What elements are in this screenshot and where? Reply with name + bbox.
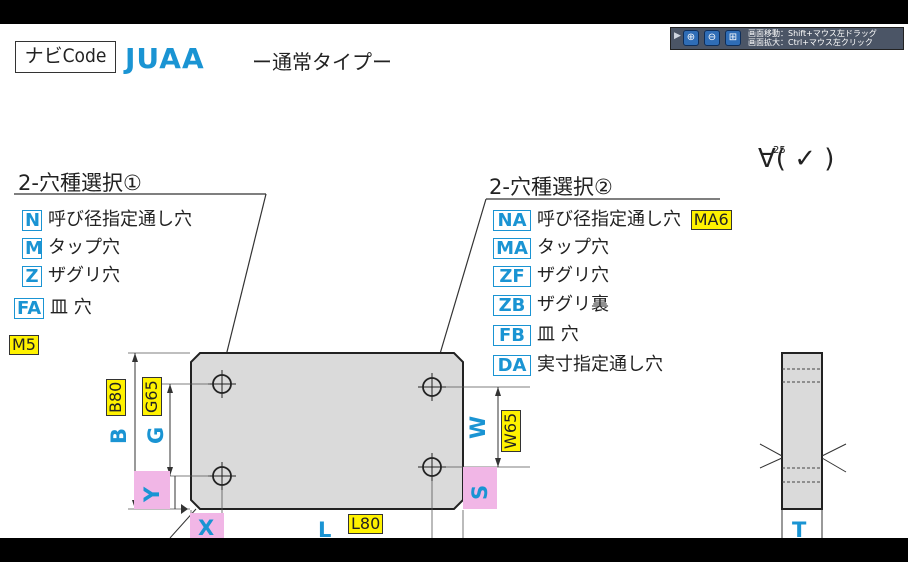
plate-drawing: [14, 193, 847, 538]
hole1-option-z[interactable]: Z ザグリ穴: [22, 264, 120, 288]
dim-x-highlight: [190, 513, 224, 538]
dim-b-letter: B: [107, 427, 131, 444]
hole2-option-da[interactable]: DA 実寸指定通し穴: [493, 353, 663, 377]
option-code: Z: [22, 265, 42, 287]
dim-b-value: B80: [106, 370, 130, 416]
option-code: DA: [493, 354, 531, 376]
roughness-value: 25: [773, 145, 786, 156]
option-label: 皿 穴: [50, 297, 92, 318]
zoom-out-icon[interactable]: ⊖: [704, 30, 720, 46]
hole2-option-na[interactable]: NA 呼び径指定通し穴 MA6: [493, 208, 732, 232]
toolbar-help-line1: 画面移動：Shift+マウス左ドラッグ: [748, 29, 877, 38]
option-code: ZF: [493, 265, 531, 287]
roughness-symbol: ∀( ✓ ): [758, 144, 835, 174]
hole2-option-zb[interactable]: ZB ザグリ裏: [493, 293, 609, 317]
option-label: 呼び径指定通し穴: [48, 209, 192, 230]
option-label: 実寸指定通し穴: [537, 354, 663, 375]
navi-code-label: ナビCode: [24, 45, 107, 67]
dim-y-letter: Y: [140, 486, 164, 502]
dim-s-highlight: [463, 467, 497, 509]
hole2-option-ma[interactable]: MA タップ穴: [493, 236, 609, 260]
toolbar-help: 画面移動：Shift+マウス左ドラッグ 画面拡大：Ctrl+マウス左クリック: [748, 29, 877, 47]
hole2-title: 2-穴種選択②: [489, 175, 613, 199]
option-code: MA: [493, 237, 531, 259]
dim-w-letter: W: [466, 415, 490, 439]
hole2-option-fb[interactable]: FB 皿 穴: [493, 323, 579, 347]
option-label: 皿 穴: [537, 324, 579, 345]
option-code: N: [22, 209, 42, 231]
dim-l-value: L80: [348, 514, 384, 534]
drawing-canvas[interactable]: ナビCode JUAA ー通常タイプー 25 ∀( ✓ ): [0, 24, 908, 538]
hole2-value: MA6: [690, 210, 732, 230]
zoom-in-icon[interactable]: ⊕: [683, 30, 699, 46]
dim-y-highlight: [134, 471, 170, 509]
dim-w-value: W65: [501, 406, 525, 452]
option-label: 呼び径指定通し穴: [537, 209, 681, 230]
dim-g-letter: G: [144, 426, 168, 444]
dim-t-letter: T: [792, 518, 807, 538]
navi-code-box: ナビCode: [15, 41, 116, 73]
option-label: タップ穴: [48, 237, 120, 258]
type-label: ー通常タイプー: [252, 50, 392, 74]
hole2-option-zf[interactable]: ZF ザグリ穴: [493, 264, 609, 288]
option-code: NA: [493, 209, 531, 231]
dim-g-value: G65: [142, 370, 166, 416]
option-code: ZB: [493, 294, 531, 316]
play-icon[interactable]: ▶: [674, 31, 681, 41]
option-code: FB: [493, 324, 531, 346]
hole1-title: 2-穴種選択①: [18, 171, 142, 195]
hole1-option-n[interactable]: N 呼び径指定通し穴: [22, 208, 192, 232]
product-code: JUAA: [125, 42, 205, 75]
option-label: ザグリ穴: [537, 265, 609, 286]
hole1-value-badge: M5: [9, 335, 39, 355]
dim-x-letter: X: [198, 516, 215, 538]
option-code: FA: [14, 297, 44, 319]
dim-s-letter: S: [468, 484, 492, 500]
option-label: ザグリ裏: [537, 294, 609, 315]
zoom-fit-icon[interactable]: ⊞: [725, 30, 741, 46]
toolbar-help-line2: 画面拡大：Ctrl+マウス左クリック: [748, 38, 873, 47]
option-code: M: [22, 237, 43, 259]
viewer-toolbar: ▶ ⊕ ⊖ ⊞ 画面移動：Shift+マウス左ドラッグ 画面拡大：Ctrl+マウ…: [670, 27, 904, 50]
hole1-option-fa[interactable]: FA 皿 穴: [14, 296, 92, 320]
hole1-value: M5: [9, 335, 39, 355]
dim-l-letter: L: [318, 518, 332, 538]
option-label: タップ穴: [537, 237, 609, 258]
option-label: ザグリ穴: [48, 265, 120, 286]
